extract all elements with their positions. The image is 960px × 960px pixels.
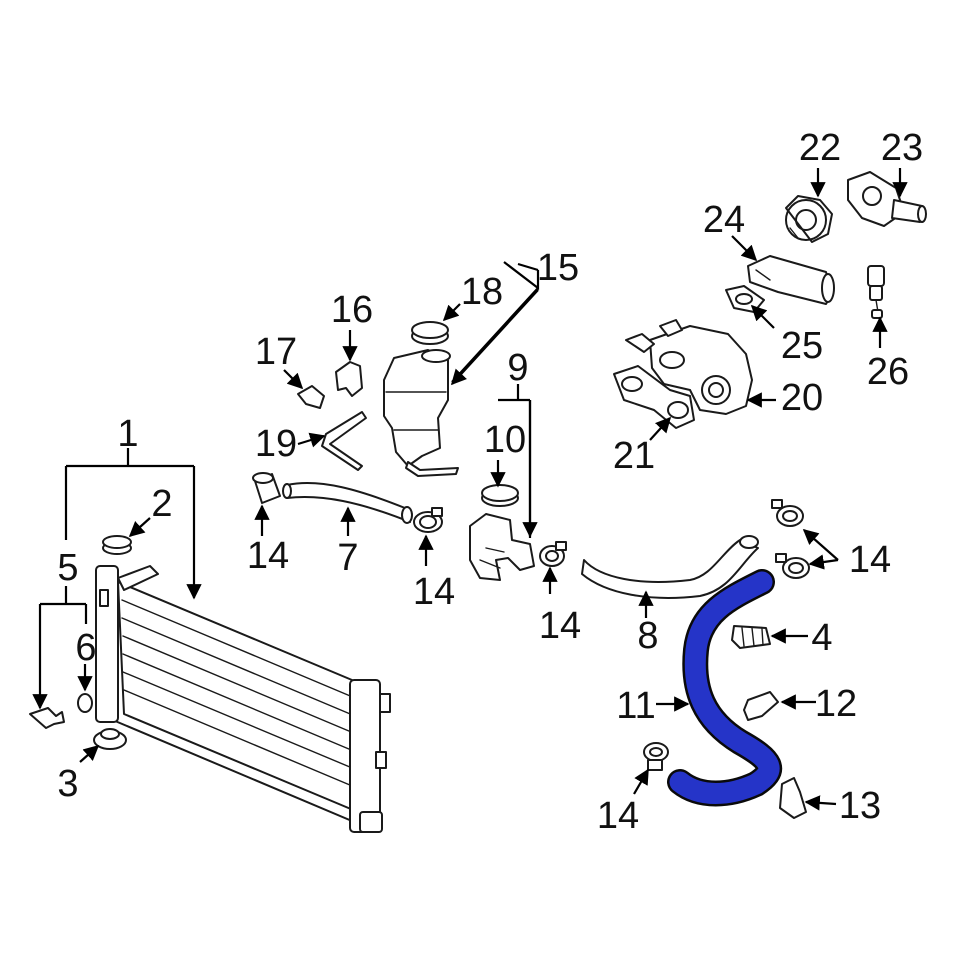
thermostat-housing-part	[747, 255, 835, 305]
temperature-sensor-part	[867, 265, 885, 319]
callout-14-b: 14	[413, 571, 455, 613]
callout-18: 18	[461, 271, 503, 313]
callout-21: 21	[613, 435, 655, 477]
callout-13: 13	[839, 785, 881, 827]
callout-23: 23	[881, 127, 923, 169]
callout-14-a: 14	[247, 535, 289, 577]
bolt-part	[297, 385, 325, 409]
callout-1: 1	[117, 413, 138, 455]
callout-15: 15	[537, 247, 579, 289]
callout-10: 10	[484, 419, 526, 461]
callout-8: 8	[637, 615, 658, 657]
housing-gasket-part	[613, 365, 695, 429]
callout-14-c: 14	[539, 605, 581, 647]
callout-7: 7	[337, 537, 358, 579]
hose-clamp-part	[775, 553, 810, 579]
reservoir-bracket-part	[335, 361, 363, 397]
callout-6: 6	[75, 627, 96, 669]
overflow-hose-part	[321, 411, 367, 471]
lower-mount-part	[93, 728, 127, 750]
callout-4: 4	[811, 617, 832, 659]
callout-20: 20	[781, 377, 823, 419]
callout-17: 17	[255, 331, 297, 373]
thermostat-part	[481, 484, 519, 507]
hose-clamp-part	[413, 507, 443, 533]
callout-19: 19	[255, 423, 297, 465]
hose-clamp-part	[771, 499, 804, 527]
callout-labels: 1 2 3 4 5 6 7 8 9 10 11 12 13 14 14 14 1…	[57, 127, 923, 837]
thermostat-cover-part	[785, 195, 833, 243]
callout-9: 9	[507, 347, 528, 389]
upper-hose-part	[282, 482, 413, 524]
callout-14-d: 14	[849, 539, 891, 581]
radiator-part	[95, 565, 391, 833]
callout-14-e: 14	[597, 795, 639, 837]
drain-plug-part	[29, 693, 93, 729]
radiator-cap-part	[102, 535, 132, 555]
callout-26: 26	[867, 351, 909, 393]
callout-25: 25	[781, 325, 823, 367]
leader-lines	[32, 168, 908, 811]
callout-22: 22	[799, 127, 841, 169]
hose-bracket-part	[779, 777, 807, 819]
callout-16: 16	[331, 289, 373, 331]
hose-sleeve-part	[731, 625, 771, 649]
lower-radiator-hose-highlighted	[667, 569, 782, 807]
hose-bracket-part	[743, 691, 779, 721]
thermostat-gasket-part	[725, 285, 765, 313]
reservoir-cap-part	[411, 321, 449, 345]
bypass-hose-part	[581, 535, 759, 599]
callout-3: 3	[57, 763, 78, 805]
callout-12: 12	[815, 683, 857, 725]
outlet-flange-part	[847, 171, 927, 227]
coolant-reservoir-part	[383, 349, 459, 477]
water-pump-housing-part	[625, 319, 753, 415]
hose-clamp-part	[252, 472, 281, 504]
water-outlet-part	[469, 513, 535, 581]
callout-11: 11	[616, 685, 655, 727]
hose-clamp-part	[539, 541, 567, 567]
callout-2: 2	[151, 483, 172, 525]
hose-clamp-part	[643, 742, 669, 771]
callout-5: 5	[57, 547, 78, 589]
callout-24: 24	[703, 199, 745, 241]
